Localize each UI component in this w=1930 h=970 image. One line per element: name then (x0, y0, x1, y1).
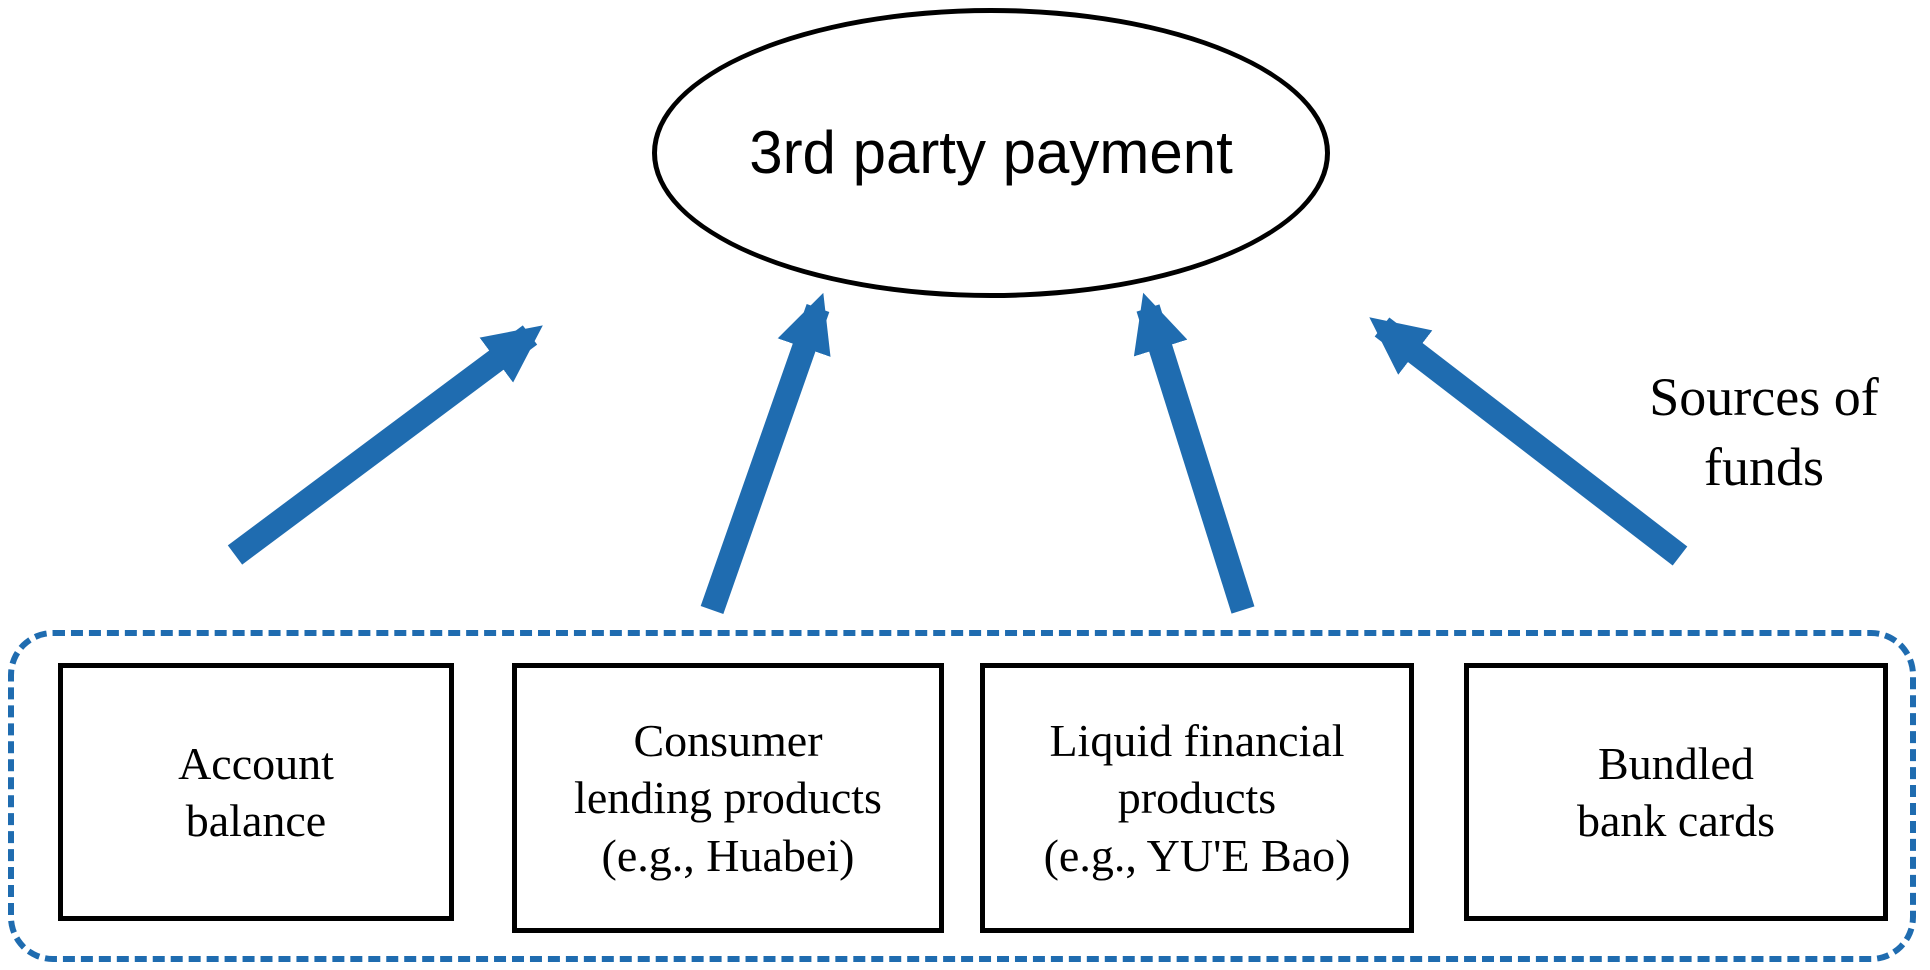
caption-sources-of-funds: Sources of funds (1649, 367, 1879, 498)
arrow-liquid-financial-to-payment (1133, 292, 1255, 614)
box-bundled-bank-cards-label: Bundled bank cards (1577, 737, 1775, 847)
box-consumer-lending-products-label: Consumer lending products (e.g., Huabei) (574, 714, 882, 881)
box-account-balance-label: Account balance (178, 737, 334, 847)
box-liquid-financial-products: Liquid financial products (e.g., YU'E Ba… (980, 663, 1414, 933)
sources-group-container (8, 630, 1916, 962)
box-account-balance: Account balance (58, 663, 454, 921)
box-consumer-lending-products: Consumer lending products (e.g., Huabei) (512, 663, 944, 933)
arrow-consumer-lending-to-payment (700, 292, 831, 614)
box-bundled-bank-cards: Bundled bank cards (1464, 663, 1888, 921)
arrow-account-balance-to-payment (227, 325, 543, 565)
node-3rd-party-payment-label: 3rd party payment (749, 119, 1233, 186)
node-3rd-party-payment: 3rd party payment (652, 8, 1330, 298)
box-liquid-financial-products-label: Liquid financial products (e.g., YU'E Ba… (1043, 714, 1351, 881)
